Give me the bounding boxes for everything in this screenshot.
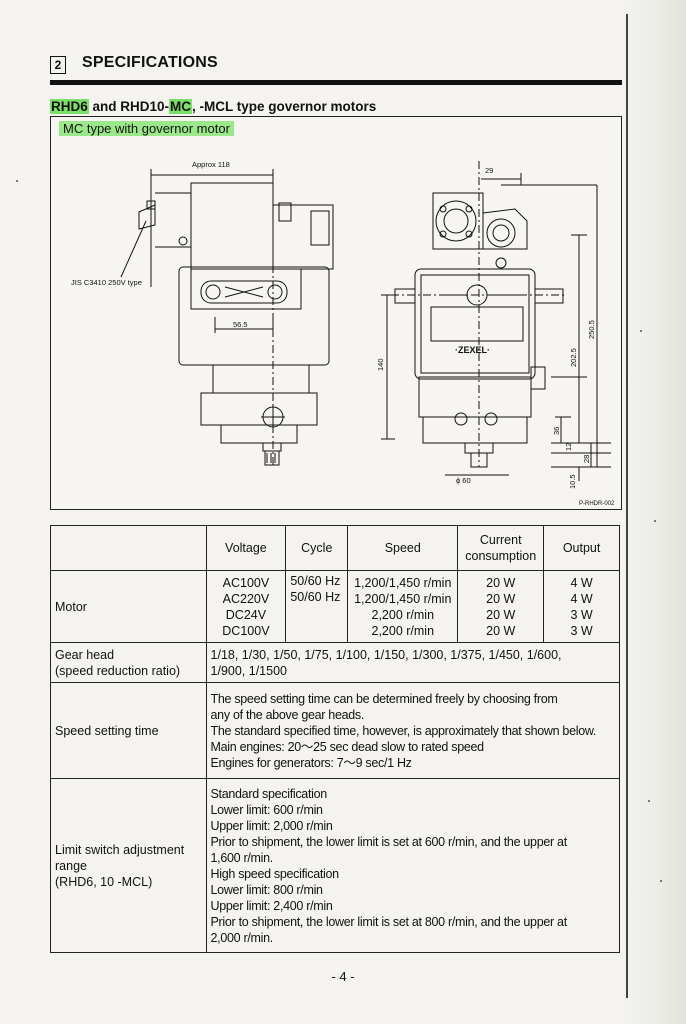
header-speed: Speed (347, 525, 459, 571)
label-jis-connector: JIS C3410 250V type (71, 278, 142, 287)
motor-speed-1: 1,200/1,450 r/min (354, 575, 452, 590)
drawing-frame: Approx 118 JIS C3410 250V type 56.5 140 … (50, 116, 622, 510)
limit-line2: Lower limit: 600 r/min (210, 802, 323, 817)
speed-setting-text: The speed setting time can be determined… (205, 682, 621, 779)
header-voltage: Voltage (205, 525, 287, 571)
spec-table: Voltage Cycle Speed Current consumption … (50, 525, 621, 953)
motor-output-4: 3 W (570, 623, 593, 638)
subtitle-text-b: , -MCL type governor motors (192, 99, 377, 114)
section-number: 2 (50, 56, 66, 74)
limit-line4: Prior to shipment, the lower limit is se… (210, 834, 568, 849)
table-row-gear-head: Gear head (speed reduction ratio) 1/18, … (50, 642, 621, 683)
gear-label-line1: Gear head (55, 647, 115, 662)
limit-line10: 2,000 r/min. (210, 930, 274, 945)
limit-line8: Upper limit: 2,400 r/min (210, 898, 333, 913)
label-10-5: 10.5 (568, 474, 577, 489)
speed-setting-line3: The standard specified time, however, is… (210, 723, 597, 738)
motor-cycle-2: 50/60 Hz (290, 590, 341, 604)
motor-current-1: 20 W (486, 575, 516, 590)
scan-speck (640, 330, 642, 332)
speed-setting-line4: Main engines: 20～25 sec dead slow to rat… (210, 739, 485, 754)
motor-output-1: 4 W (570, 575, 593, 590)
limit-label-line3: (RHD6, 10 -MCL) (55, 874, 153, 889)
limit-label-line2: range (55, 858, 87, 873)
header-empty (50, 525, 207, 571)
motor-voltage-cell: AC100V AC220V DC24V DC100V (205, 570, 287, 643)
limit-label: Limit switch adjustment range (RHD6, 10 … (50, 778, 207, 953)
table-row-motor: Motor AC100V AC220V DC24V DC100V 50/60 H… (50, 570, 620, 643)
gear-ratios-line2: 1/900, 1/1500 (210, 663, 287, 678)
speed-setting-line2: any of the above gear heads. (210, 707, 365, 722)
motor-current-4: 20 W (486, 623, 516, 638)
motor-current-2: 20 W (486, 591, 516, 606)
label-28: 28 (582, 455, 591, 463)
limit-line1: Standard specification (210, 786, 328, 801)
limit-text: Standard specification Lower limit: 600 … (205, 778, 621, 953)
gear-label: Gear head (speed reduction ratio) (50, 642, 207, 683)
subtitle-model-mc: MC (169, 99, 193, 114)
limit-line9: Prior to shipment, the lower limit is se… (210, 914, 568, 929)
motor-current-3: 20 W (486, 607, 516, 622)
page-edge-line (626, 14, 628, 998)
page-number: - 4 - (331, 969, 355, 984)
motor-voltage-4: DC100V (222, 623, 270, 638)
header-current: Current consumption (457, 525, 545, 571)
label-140: 140 (376, 358, 385, 371)
section-header: 2 SPECIFICATIONS (50, 54, 622, 78)
motor-voltage-1: AC100V (222, 575, 270, 590)
scan-speck (16, 180, 18, 182)
label-202-5: 202.5 (569, 348, 578, 367)
table-row-limit-switch: Limit switch adjustment range (RHD6, 10 … (50, 778, 621, 953)
subtitle-text-a: and RHD10- (88, 99, 170, 114)
motor-speed-4: 2,200 r/min (371, 623, 435, 638)
label-phi-60: ϕ 60 (456, 476, 471, 485)
label-56-5: 56.5 (233, 320, 248, 329)
motor-speed-cell: 1,200/1,450 r/min 1,200/1,450 r/min 2,20… (347, 570, 459, 643)
motor-voltage-3: DC24V (225, 607, 267, 622)
label-250-5: 250.5 (587, 320, 596, 339)
limit-line7: Lower limit: 800 r/min (210, 882, 323, 897)
header-rule (50, 80, 622, 85)
motor-cycle-cell: 50/60 Hz 50/60 Hz (285, 570, 349, 643)
page-edge (622, 0, 686, 1024)
label-12: 12 (564, 443, 573, 451)
motor-cycle-1: 50/60 Hz (290, 574, 341, 588)
limit-label-line1: Limit switch adjustment (55, 842, 185, 857)
table-row-speed-setting: Speed setting time The speed setting tim… (50, 682, 621, 779)
scan-speck (654, 520, 656, 522)
section-title: SPECIFICATIONS (82, 54, 218, 71)
limit-line6: High speed specification (210, 866, 340, 881)
limit-line5: 1,600 r/min. (210, 850, 274, 865)
header-output: Output (543, 525, 620, 571)
drawing-ref: P-RHDR-002 (579, 501, 615, 507)
motor-speed-3: 2,200 r/min (371, 607, 435, 622)
gear-label-line2: (speed reduction ratio) (55, 663, 181, 678)
limit-line3: Upper limit: 2,000 r/min (210, 818, 333, 833)
governor-motor-drawing: Approx 118 JIS C3410 250V type 56.5 140 … (71, 160, 615, 507)
table-header-row: Voltage Cycle Speed Current consumption … (50, 525, 620, 571)
motor-label: Motor (50, 570, 207, 643)
motor-voltage-2: AC220V (222, 591, 270, 606)
label-approx-118: Approx 118 (192, 160, 230, 169)
speed-setting-line5: Engines for generators: 7～9 sec/1 Hz (210, 755, 412, 770)
label-29: 29 (485, 166, 493, 175)
gear-ratios: 1/18, 1/30, 1/50, 1/75, 1/100, 1/150, 1/… (205, 642, 621, 683)
subtitle: RHD6 and RHD10-MC, -MCL type governor mo… (50, 99, 376, 114)
subtitle-model-rhd6: RHD6 (50, 99, 89, 114)
figure-caption: MC type with governor motor (59, 121, 234, 136)
gear-ratios-line1: 1/18, 1/30, 1/50, 1/75, 1/100, 1/150, 1/… (210, 647, 562, 662)
motor-output-cell: 4 W 4 W 3 W 3 W (543, 570, 620, 643)
motor-current-cell: 20 W 20 W 20 W 20 W (457, 570, 545, 643)
label-36: 36 (552, 427, 561, 435)
scan-speck (660, 880, 662, 882)
motor-output-3: 3 W (570, 607, 593, 622)
motor-output-2: 4 W (570, 591, 593, 606)
scan-speck (648, 800, 650, 802)
brand-plate: ·ZEXEL· (455, 345, 490, 355)
motor-speed-2: 1,200/1,450 r/min (354, 591, 452, 606)
speed-setting-line1: The speed setting time can be determined… (210, 691, 558, 706)
header-cycle: Cycle (285, 525, 349, 571)
speed-setting-label: Speed setting time (50, 682, 207, 779)
